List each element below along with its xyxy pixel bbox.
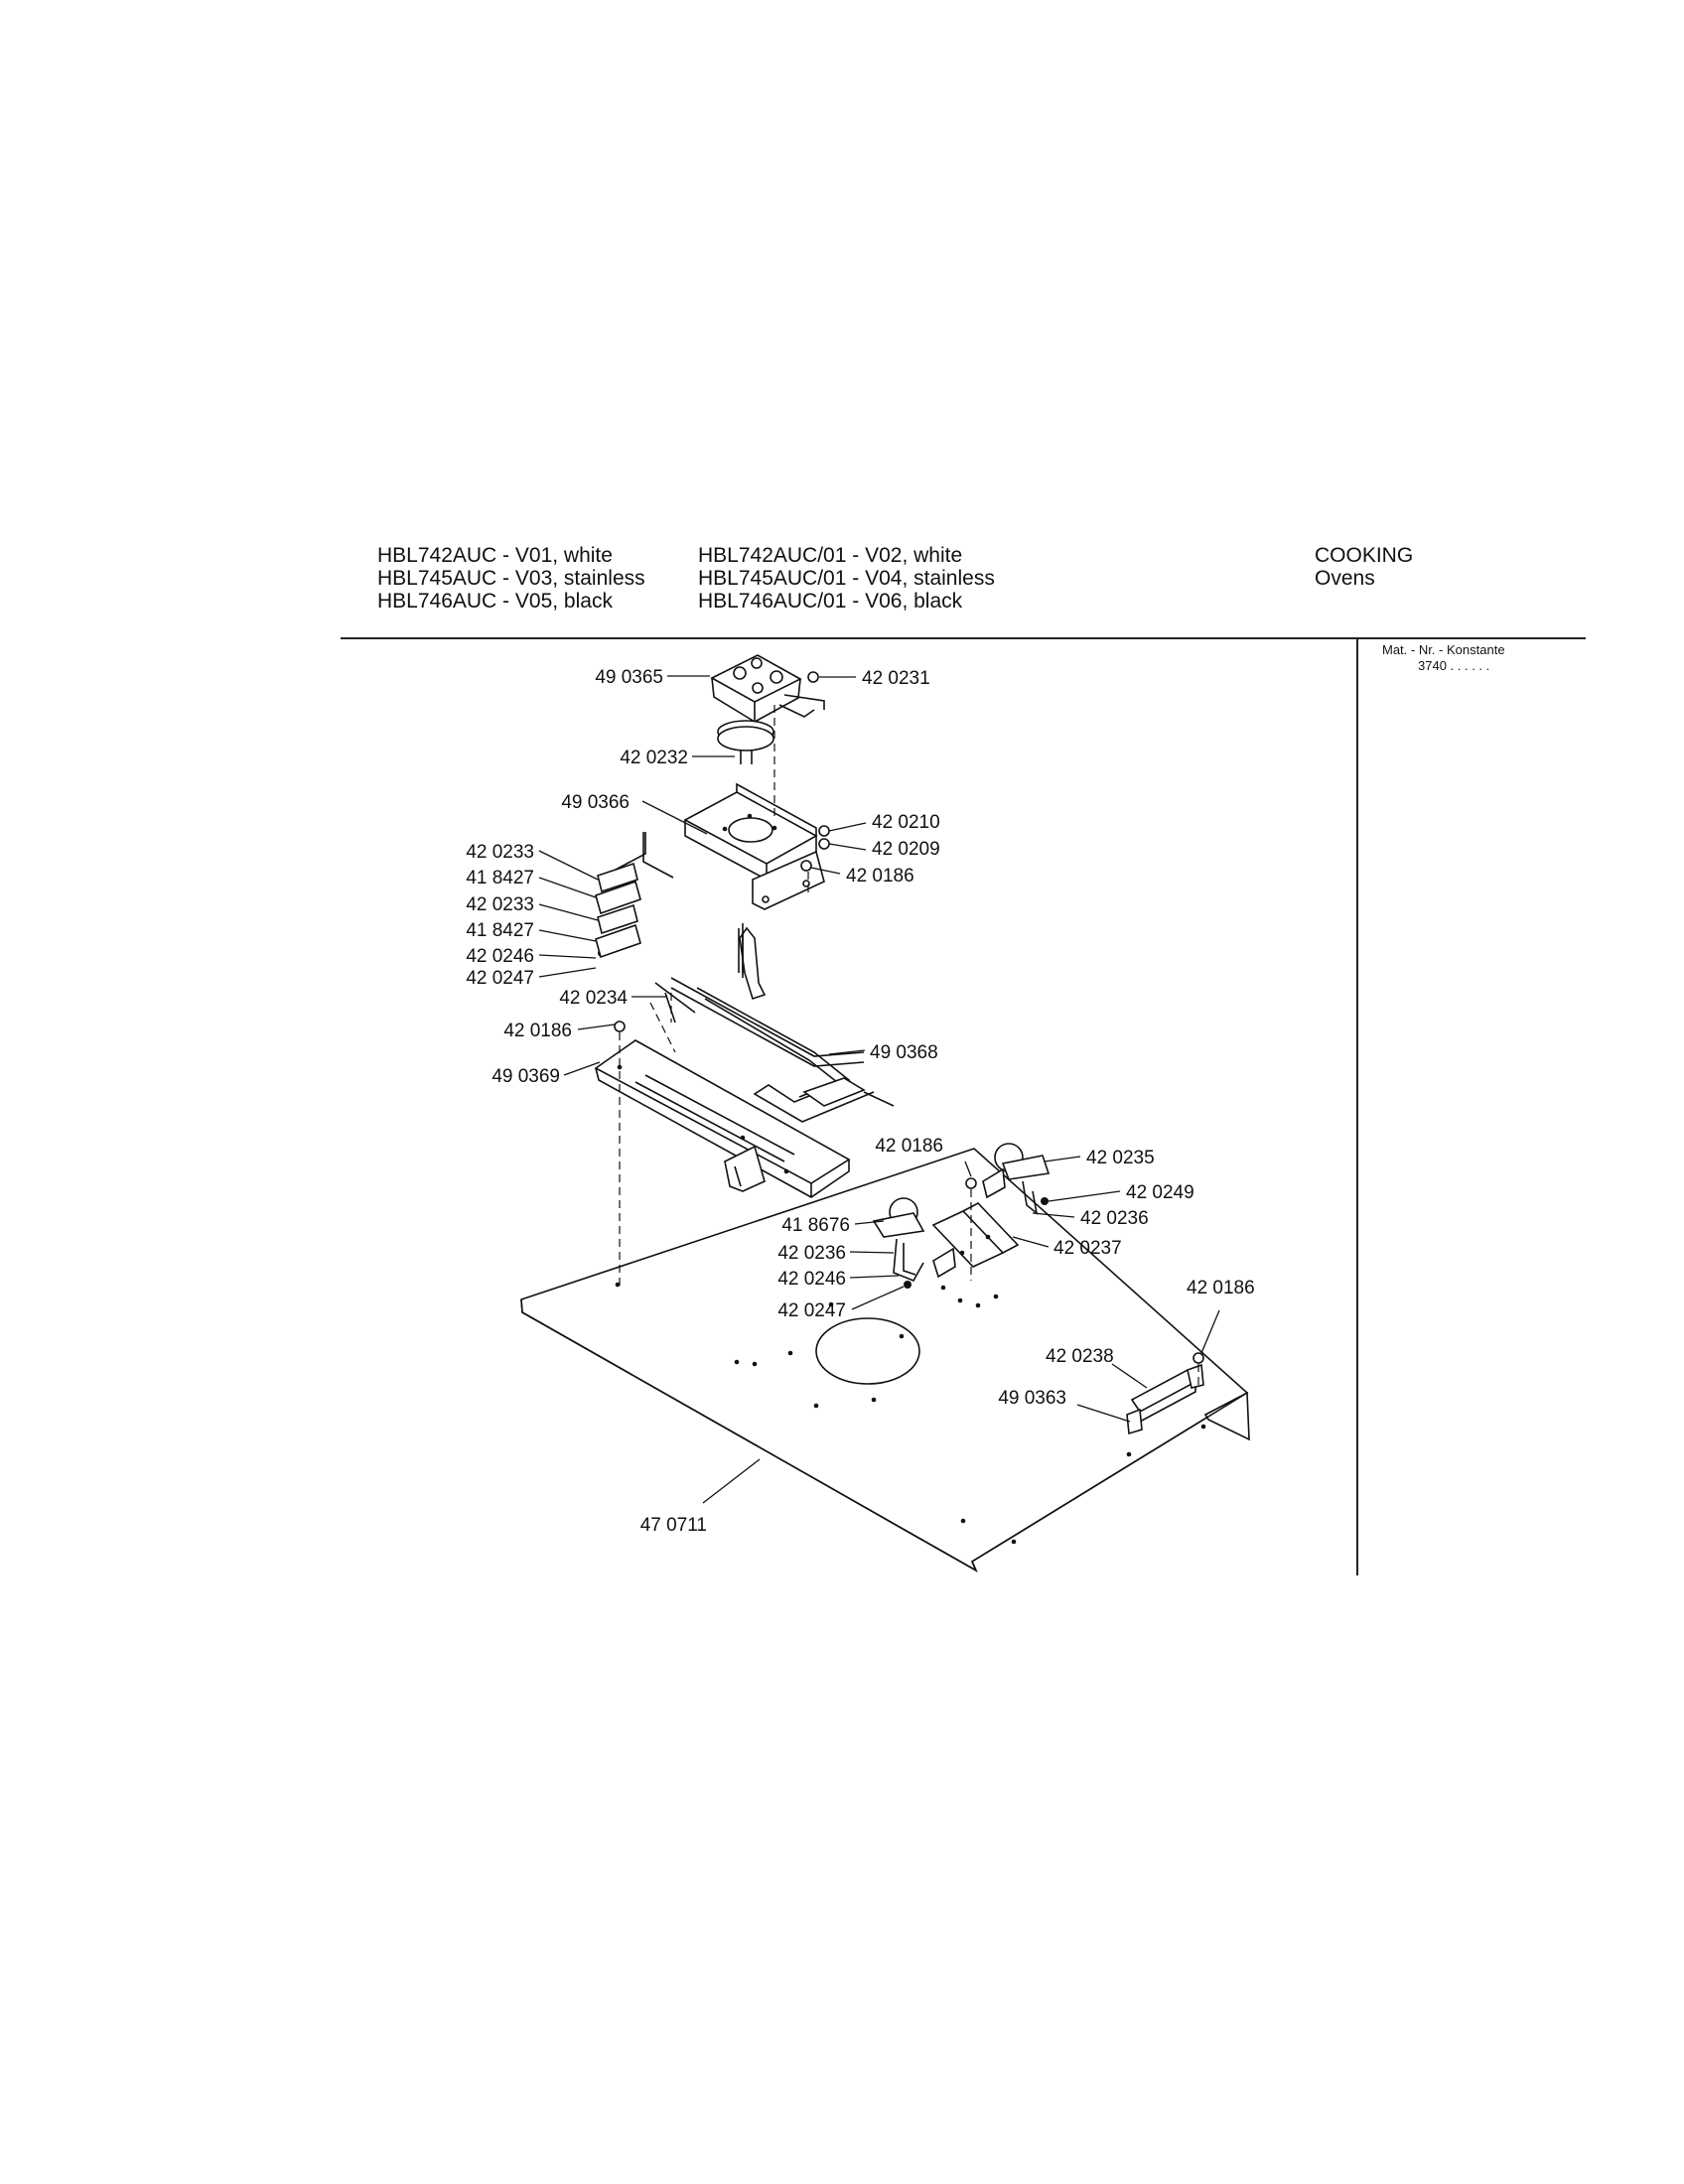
part-label: 42 0247	[777, 1300, 846, 1321]
model-line: HBL746AUC/01 - V06, black	[698, 590, 963, 613]
part-label: 42 0210	[872, 812, 940, 833]
model-line: HBL745AUC - V03, stainless	[377, 567, 645, 590]
assembly-lines	[619, 705, 1199, 1385]
subcategory-title: Ovens	[1315, 567, 1375, 590]
leader-lines	[538, 675, 1220, 1504]
material-number-block: Mat. - Nr. - Konstante 3740 . . . . . .	[1382, 642, 1505, 674]
part-labels: 49 0365 42 0231 42 0232 49 0366 42 0210 …	[466, 667, 1254, 1536]
sidebar-divider	[1356, 637, 1358, 1575]
part-label: 49 0369	[491, 1066, 560, 1087]
part-label: 42 0235	[1086, 1148, 1155, 1168]
model-line: HBL742AUC - V01, white	[377, 544, 613, 567]
part-label: 42 0186	[875, 1136, 943, 1157]
switch-bracket-drawing	[931, 1202, 1020, 1268]
mounting-bracket-drawing	[642, 782, 825, 973]
part-label: 42 0232	[620, 748, 688, 768]
part-label: 42 0209	[872, 839, 940, 860]
part-label: 47 0711	[640, 1515, 707, 1536]
part-label: 49 0365	[595, 667, 663, 688]
part-label: 41 8427	[466, 868, 534, 888]
part-label: 49 0363	[998, 1388, 1066, 1409]
rear-bracket-drawing	[1126, 1363, 1204, 1435]
part-label: 42 0186	[503, 1021, 572, 1041]
category-block: COOKING Ovens	[1315, 544, 1413, 590]
model-line: HBL745AUC/01 - V04, stainless	[698, 567, 995, 590]
part-label: 42 0186	[1187, 1278, 1255, 1298]
part-label: 42 0236	[1080, 1208, 1149, 1229]
thermostat-top-drawing	[982, 1143, 1051, 1215]
part-label: 42 0237	[1053, 1238, 1122, 1259]
material-number-konstante: 3740 . . . . . .	[1418, 658, 1490, 673]
bracket-rail-drawing	[594, 1039, 851, 1198]
part-label: 42 0238	[1046, 1346, 1114, 1367]
header-divider	[341, 637, 1586, 639]
part-label: 42 0247	[466, 968, 534, 989]
base-plate-drawing	[520, 1148, 1250, 1572]
part-label: 49 0368	[870, 1042, 938, 1063]
thermostat-drawing	[872, 1197, 956, 1283]
switch-stack-drawing	[595, 832, 646, 959]
part-label: 42 0231	[862, 668, 930, 689]
part-label: 42 0246	[777, 1269, 846, 1290]
category-title: COOKING	[1315, 544, 1414, 567]
part-label: 49 0366	[561, 792, 630, 813]
part-label: 42 0233	[466, 842, 534, 863]
part-label: 42 0233	[466, 894, 534, 915]
part-label: 42 0246	[466, 946, 534, 967]
motor-drawing	[710, 654, 825, 764]
part-label: 42 0186	[846, 866, 914, 887]
model-list-right: HBL742AUC/01 - V02, white HBL745AUC/01 -…	[698, 544, 995, 613]
model-list-left: HBL742AUC - V01, white HBL745AUC - V03, …	[377, 544, 645, 613]
model-line: HBL746AUC - V05, black	[377, 590, 613, 613]
model-line: HBL742AUC/01 - V02, white	[698, 544, 963, 567]
part-label: 42 0234	[559, 988, 628, 1009]
part-label: 41 8427	[466, 920, 534, 941]
part-label: 42 0236	[777, 1243, 846, 1264]
material-number-label: Mat. - Nr. - Konstante	[1382, 642, 1505, 657]
part-label: 42 0249	[1126, 1182, 1194, 1203]
part-label: 41 8676	[781, 1215, 850, 1236]
